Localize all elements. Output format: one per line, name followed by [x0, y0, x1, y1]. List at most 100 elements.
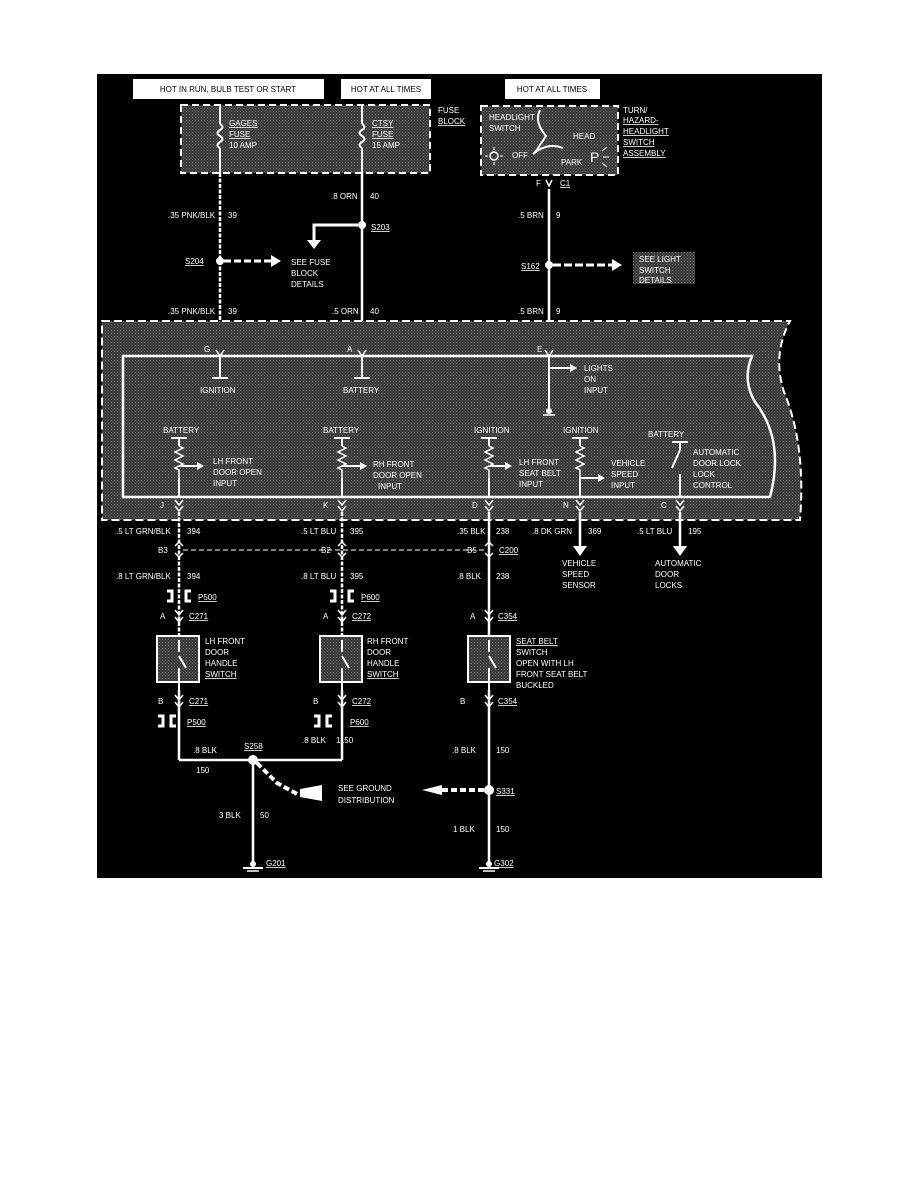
wire-195-circuit: 195 [688, 527, 702, 536]
see-ground-distribution-1: SEE GROUND [338, 784, 392, 793]
vehicle-speed-sensor-2: SPEED [562, 570, 589, 579]
seat-belt-switch-label-4: FRONT SEAT BELT [516, 670, 588, 679]
resistor-d-icon [483, 445, 495, 478]
door-lock-relay-switch-icon [671, 449, 681, 469]
p600-lower-label: P600 [350, 718, 369, 727]
lh-door-open-input-2: DOOR OPEN [213, 468, 262, 477]
switch-connectors-lower: B C271 B C272 B C354 [158, 694, 518, 709]
wire-238-a-circuit: 238 [496, 527, 510, 536]
gages-fuse-icon [216, 123, 224, 149]
resistor-k-icon [336, 445, 348, 478]
c272-upper-label: C272 [352, 612, 372, 621]
assembly-label-4: SWITCH [623, 138, 655, 147]
lh-switch-label-1: LH FRONT [205, 637, 245, 646]
module-pin-c: C [661, 501, 667, 510]
input-d-ignition: IGNITION [474, 426, 510, 435]
fuse-block: FUSE BLOCK GAGES FUSE 10 AMP CTSY FUSE 1… [180, 104, 466, 174]
header-all-times-2-text: HOT AT ALL TIMES [517, 85, 587, 94]
wire-394-a-label: .5 LT GRN/BLK [116, 527, 172, 536]
c271-lower-label: C271 [189, 697, 209, 706]
wire-394-a-circuit: 394 [187, 527, 201, 536]
headlight-switch-assembly: HEADLIGHT SWITCH OFF HEAD PARK P TURN/ H… [480, 105, 669, 188]
gages-fuse-name: GAGES [229, 119, 257, 128]
switch-connectors-upper: A C271 A C272 A C354 [160, 609, 518, 624]
ground-g302: G302 [479, 859, 514, 872]
vehicle-speed-input-3: INPUT [611, 481, 635, 490]
assembly-label-1: TURN/ [623, 106, 648, 115]
module-pin-d: D [472, 501, 478, 510]
p500-upper-label: P500 [198, 593, 217, 602]
wire-369-label: .8 DK GRN [532, 527, 572, 536]
wire-150-a-circuit: 150 [196, 766, 210, 775]
automatic-door-lock-3: LOCK [693, 470, 715, 479]
wire-395-a-label: .5 LT BLU [301, 527, 337, 536]
rh-switch-label-3: HANDLE [367, 659, 399, 668]
arrow-to-vehicle-speed-sensor [573, 546, 587, 556]
c200-label: C200 [499, 546, 519, 555]
module-pin-a: A [347, 345, 353, 354]
wire-50-circuit: 50 [260, 811, 269, 820]
input-k-battery: BATTERY [323, 426, 360, 435]
see-fuse-block-details-3: DETAILS [291, 280, 324, 289]
c271-pin-b: B [158, 697, 163, 706]
splice-s258 [248, 755, 322, 801]
automatic-door-lock-2: DOOR LOCK [693, 459, 742, 468]
headlight-pin-f: F [536, 179, 541, 188]
headlight-switch-label: HEADLIGHT [489, 113, 535, 122]
resistor-n-icon [574, 445, 586, 478]
wire-9-upper-label: .5 BRN [518, 211, 544, 220]
seat-belt-input-1: LH FRONT [519, 458, 559, 467]
lh-door-open-input-3: INPUT [213, 479, 237, 488]
connector-p500-p600-lower: P500 P600 [158, 714, 369, 728]
wire-40-upper-circuit: 40 [370, 192, 379, 201]
rh-switch-label-4: SWITCH [367, 670, 399, 679]
c354-pin-b: B [460, 697, 465, 706]
wire-40-lower-label: .5 ORN [332, 307, 359, 316]
splice-s162: S162 SEE LIGHT SWITCH DETAILS [521, 252, 695, 285]
switch-park-label: PARK [561, 158, 583, 167]
c354-lower-label: C354 [498, 697, 518, 706]
p600-upper-label: P600 [361, 593, 380, 602]
lights-on-resistor-icon [546, 408, 552, 414]
lh-door-open-input-1: LH FRONT [213, 457, 253, 466]
splice-s204-label: S204 [185, 257, 204, 266]
body-control-module-inner [121, 354, 777, 499]
vehicle-speed-sensor-1: VEHICLE [562, 559, 596, 568]
wire-39-upper-circuit: 39 [228, 211, 237, 220]
arrow-to-automatic-door-locks [673, 546, 687, 556]
wire-394-b-label: .8 LT GRN/BLK [116, 572, 172, 581]
see-light-switch-details-1: SEE LIGHT [639, 255, 681, 264]
ground-g201: G201 [243, 859, 286, 872]
wire-1150-circuit: 1150 [336, 736, 354, 745]
seat-belt-input-3: INPUT [519, 480, 543, 489]
lh-switch-label-4: SWITCH [205, 670, 237, 679]
automatic-door-lock-4: CONTROL [693, 481, 733, 490]
module-pin-j: J [160, 501, 164, 510]
ground-g201-label: G201 [266, 859, 286, 868]
wire-195-label: .5 LT BLU [637, 527, 673, 536]
wire-150-b-circuit: 150 [496, 746, 510, 755]
lower-wires [177, 512, 682, 862]
c354-pin-a: A [470, 612, 476, 621]
seat-belt-switch: SEAT BELT SWITCH OPEN WITH LH FRONT SEAT… [467, 635, 588, 690]
lh-switch-label-3: HANDLE [205, 659, 237, 668]
c272-pin-a: A [323, 612, 329, 621]
ctsy-fuse-rating: 15 AMP [372, 141, 400, 150]
wire-150-c-circuit: 150 [496, 825, 510, 834]
switch-head-label: HEAD [573, 132, 595, 141]
c354-upper-label: C354 [498, 612, 518, 621]
fuse-block-label-2: BLOCK [438, 117, 466, 126]
ctsy-fuse-label: FUSE [372, 130, 393, 139]
splice-s203-label: S203 [371, 223, 390, 232]
rh-front-door-handle-switch: RH FRONT DOOR HANDLE SWITCH [319, 635, 408, 690]
wire-150-b-label: .8 BLK [452, 746, 477, 755]
input-c-battery: BATTERY [648, 430, 685, 439]
assembly-label-5: ASSEMBLY [623, 149, 666, 158]
p500-lower-label: P500 [187, 718, 206, 727]
sun-icon [485, 147, 503, 165]
wire-40-lower-circuit: 40 [370, 307, 379, 316]
wire-238-b-label: .8 BLK [457, 572, 482, 581]
module-pin-n: N [563, 501, 569, 510]
wire-39-lower-label: .35 PNK/BLK [168, 307, 216, 316]
c272-pin-b: B [313, 697, 318, 706]
